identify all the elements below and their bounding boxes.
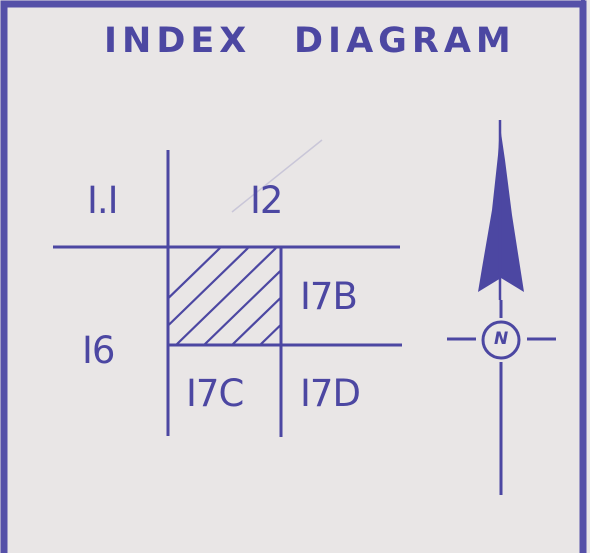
title-index: INDEX — [104, 21, 252, 61]
sheet-label-17d: I7D — [300, 372, 361, 415]
sheet-label-17c: I7C — [186, 372, 244, 415]
north-label: N — [494, 329, 509, 349]
sheet-label-11: I.I — [87, 179, 119, 222]
faint-diagonal-line — [231, 139, 323, 213]
hatched-area — [168, 248, 281, 345]
sheet-label-12: I2 — [250, 179, 283, 222]
north-arrow-icon — [447, 120, 556, 495]
sheet-label-17b: I7B — [300, 275, 358, 318]
title-diagram: DIAGRAM — [294, 21, 516, 61]
sheet-label-16: I6 — [82, 329, 115, 372]
